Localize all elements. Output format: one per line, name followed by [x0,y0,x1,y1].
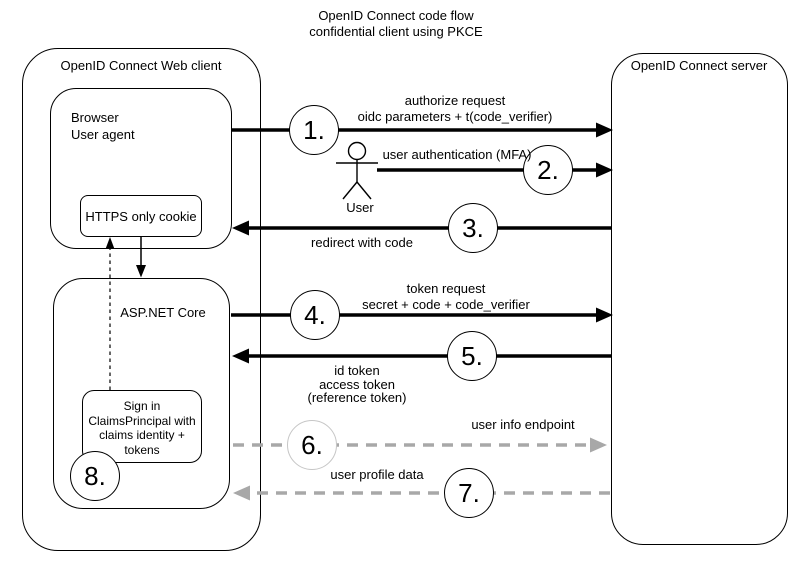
signin-line3: claims identity + [99,428,185,442]
step-7-label: user profile data [330,467,423,483]
step-7-label-line1: user profile data [330,467,424,482]
step-6-label-line1: user info endpoint [471,417,575,432]
signin-label: Sign in ClaimsPrincipal with claims iden… [83,391,201,457]
step-circle-4: 4. [290,290,340,340]
server-box-label: OpenID Connect server [630,58,768,73]
diagram-title-line2: confidential client using PKCE [309,24,483,39]
signin-line1: Sign in [123,399,161,413]
step-circle-7: 7. [444,468,494,518]
step-circle-2: 2. [523,145,573,195]
browser-label-line1: Browser [71,110,119,125]
user-actor-label: User [346,200,374,215]
step-circle-8: 8. [70,451,120,501]
step-2-number: 2. [537,154,559,185]
arrow-7-head [233,485,250,501]
arrow-6-head [590,437,607,453]
step-2-label: user authentication (MFA) [383,147,532,163]
step-3-label-line1: redirect with code [311,235,413,250]
arrow-2-head [596,162,613,178]
step-1-label-line1: authorize request [404,93,506,108]
step-5-label: id token access token (reference token) [308,364,407,405]
step-1-label-line2: oidc parameters + t(code_verifier) [357,109,553,124]
signin-line2: ClaimsPrincipal with [88,413,196,428]
diagram-title-line1: OpenID Connect code flow [318,8,474,23]
step-5-label-line1: id token [334,363,380,378]
signin-line4: tokens [124,442,160,457]
step-circle-5: 5. [447,331,497,381]
step-3-number: 3. [462,212,484,243]
diagram-title: OpenID Connect code flow confidential cl… [309,8,482,40]
step-8-number: 8. [84,460,106,491]
cookie-to-aspnet-head [136,265,146,278]
arrow-4-head [596,307,613,323]
step-6-number: 6. [301,429,323,460]
arrow-5-head [232,348,249,364]
arrow-3-head [232,220,249,236]
step-3-label: redirect with code [311,235,413,251]
browser-label-line2: User agent [71,127,135,142]
step-1-label: authorize request oidc parameters + t(co… [358,93,553,125]
step-1-number: 1. [303,114,325,145]
https-cookie-label: HTTPS only cookie [85,208,197,224]
step-circle-6: 6. [287,420,337,470]
step-4-number: 4. [304,299,326,330]
step-5-label-line3: (reference token) [307,390,407,405]
step-5-label-line2: access token [319,376,395,392]
client-box-label: OpenID Connect Web client [60,58,222,73]
browser-box-label: Browser User agent [71,109,135,143]
signin-box: Sign in ClaimsPrincipal with claims iden… [82,390,202,463]
signin-to-cookie-head [105,237,115,249]
server-box [611,53,788,545]
https-cookie-box: HTTPS only cookie [80,195,202,237]
step-circle-1: 1. [289,105,339,155]
arrow-1-head [596,122,613,138]
step-5-number: 5. [461,340,483,371]
user-actor-icon [336,141,378,200]
step-6-label: user info endpoint [471,417,574,433]
step-circle-3: 3. [448,203,498,253]
step-2-label-line1: user authentication (MFA) [382,147,532,162]
step-4-label-line2: secret + code + code_verifier [362,297,530,312]
step-4-label-line1: token request [406,281,486,296]
step-4-label: token request secret + code + code_verif… [362,281,530,313]
step-7-number: 7. [458,477,480,508]
aspnet-box-label: ASP.NET Core [120,305,206,320]
